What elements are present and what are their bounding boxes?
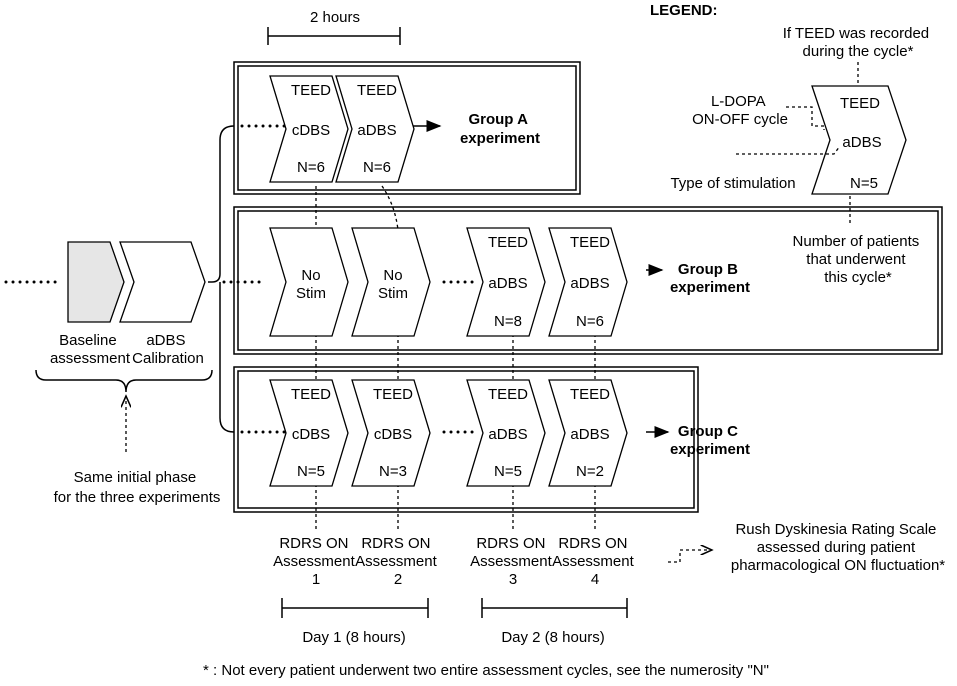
- assessment-4-label: RDRS ON Assessment 4: [552, 535, 638, 588]
- teed-label: TEED: [570, 386, 610, 403]
- day-2-bracket: Day 2 (8 hours): [481, 598, 628, 646]
- teed-label: TEED: [488, 234, 528, 251]
- assessment-2-label: RDRS ON Assessment 2: [355, 535, 441, 588]
- two-hours-label: 2 hours: [310, 9, 360, 26]
- group-a-chevron-2: [335, 75, 415, 183]
- stim-type-label: cDBS: [374, 426, 412, 443]
- column-lines: [315, 185, 596, 530]
- patient-count-label: N=5: [494, 463, 522, 480]
- legend-chevron-bottom: N=5: [850, 175, 878, 192]
- stim-type-label: aDBS: [488, 426, 527, 443]
- group-c-chevron-4: [548, 379, 628, 487]
- teed-label: TEED: [291, 82, 331, 99]
- day-1-bracket: Day 1 (8 hours): [281, 598, 429, 646]
- baseline-chevron: [67, 241, 125, 323]
- teed-label: TEED: [373, 386, 413, 403]
- day-2-label: Day 2 (8 hours): [501, 629, 604, 646]
- initial-phase-brace: [35, 369, 213, 393]
- stim-type-label: No: [383, 267, 402, 284]
- group-a-label: Group A experiment: [460, 111, 540, 147]
- patient-count-label: N=3: [379, 463, 407, 480]
- day-1-label: Day 1 (8 hours): [302, 629, 405, 646]
- stim-type-label: aDBS: [488, 275, 527, 292]
- stim-type-label: cDBS: [292, 426, 330, 443]
- rdrs-note-arrow: [668, 550, 712, 563]
- group-c-chevron-1: [269, 379, 349, 487]
- patient-count-label: N=2: [576, 463, 604, 480]
- assessment-labels: RDRS ON Assessment 1 RDRS ON Assessment …: [273, 535, 638, 588]
- group-a-chevron-1: [269, 75, 349, 183]
- legend-title: LEGEND:: [650, 2, 718, 19]
- calibration-chevron: [119, 241, 206, 323]
- patient-count-label: N=5: [297, 463, 325, 480]
- group-b-box: [233, 206, 943, 355]
- group-c-box: [233, 366, 699, 513]
- patient-count-label: N=6: [297, 159, 325, 176]
- legend-chevron-top: TEED: [840, 95, 880, 112]
- stim-type-label: aDBS: [357, 122, 396, 139]
- rdrs-note: Rush Dyskinesia Rating Scale assessed du…: [731, 521, 945, 574]
- legend: LEGEND: If TEED was recorded during the …: [650, 2, 934, 286]
- stim-type-label: aDBS: [570, 275, 609, 292]
- legend-stim-note: Type of stimulation: [670, 175, 795, 192]
- initial-phase-note: Same initial phase for the three experim…: [54, 469, 221, 506]
- legend-ldopa-line: [786, 106, 825, 130]
- legend-patients-note: Number of patients that underwent this c…: [793, 233, 924, 286]
- legend-chevron-mid: aDBS: [842, 134, 881, 151]
- teed-label: TEED: [488, 386, 528, 403]
- assessment-1-label: RDRS ON Assessment 1: [273, 535, 359, 588]
- group-a-box: [233, 61, 581, 195]
- group-b-chevron-2: [351, 227, 431, 337]
- stim-type-label: No: [301, 267, 320, 284]
- teed-label: TEED: [357, 82, 397, 99]
- calibration-label: aDBS Calibration: [132, 332, 204, 367]
- footnote: * : Not every patient underwent two enti…: [203, 662, 769, 679]
- group-chevrons: TEEDcDBSN=6TEEDaDBSN=6NoStimNoStimTEEDaD…: [269, 75, 628, 487]
- legend-teed-note: If TEED was recorded during the cycle*: [783, 25, 934, 60]
- branch-connector: [208, 125, 235, 433]
- legend-example-chevron: [811, 85, 907, 195]
- group-c-label: Group C experiment: [670, 423, 750, 458]
- stim-type-label-2: Stim: [296, 285, 326, 302]
- group-c-chevron-3: [466, 379, 546, 487]
- stim-type-label-2: Stim: [378, 285, 408, 302]
- group-c-chevron-2: [351, 379, 431, 487]
- teed-label: TEED: [291, 386, 331, 403]
- group-b-chevron-4: [548, 227, 628, 337]
- group-b-chevron-3: [466, 227, 546, 337]
- baseline-label: Baseline assessment: [50, 332, 131, 367]
- legend-stim-line: [736, 145, 841, 155]
- group-b-chevron-1: [269, 227, 349, 337]
- group-b-label: Group B experiment: [670, 261, 750, 296]
- patient-count-label: N=6: [363, 159, 391, 176]
- assessment-3-label: RDRS ON Assessment 3: [470, 535, 556, 588]
- stim-type-label: aDBS: [570, 426, 609, 443]
- patient-count-label: N=8: [494, 313, 522, 330]
- legend-ldopa-note: L-DOPA ON-OFF cycle: [692, 93, 788, 128]
- teed-label: TEED: [570, 234, 610, 251]
- stim-type-label: cDBS: [292, 122, 330, 139]
- two-hours-bracket: 2 hours: [267, 9, 401, 45]
- patient-count-label: N=6: [576, 313, 604, 330]
